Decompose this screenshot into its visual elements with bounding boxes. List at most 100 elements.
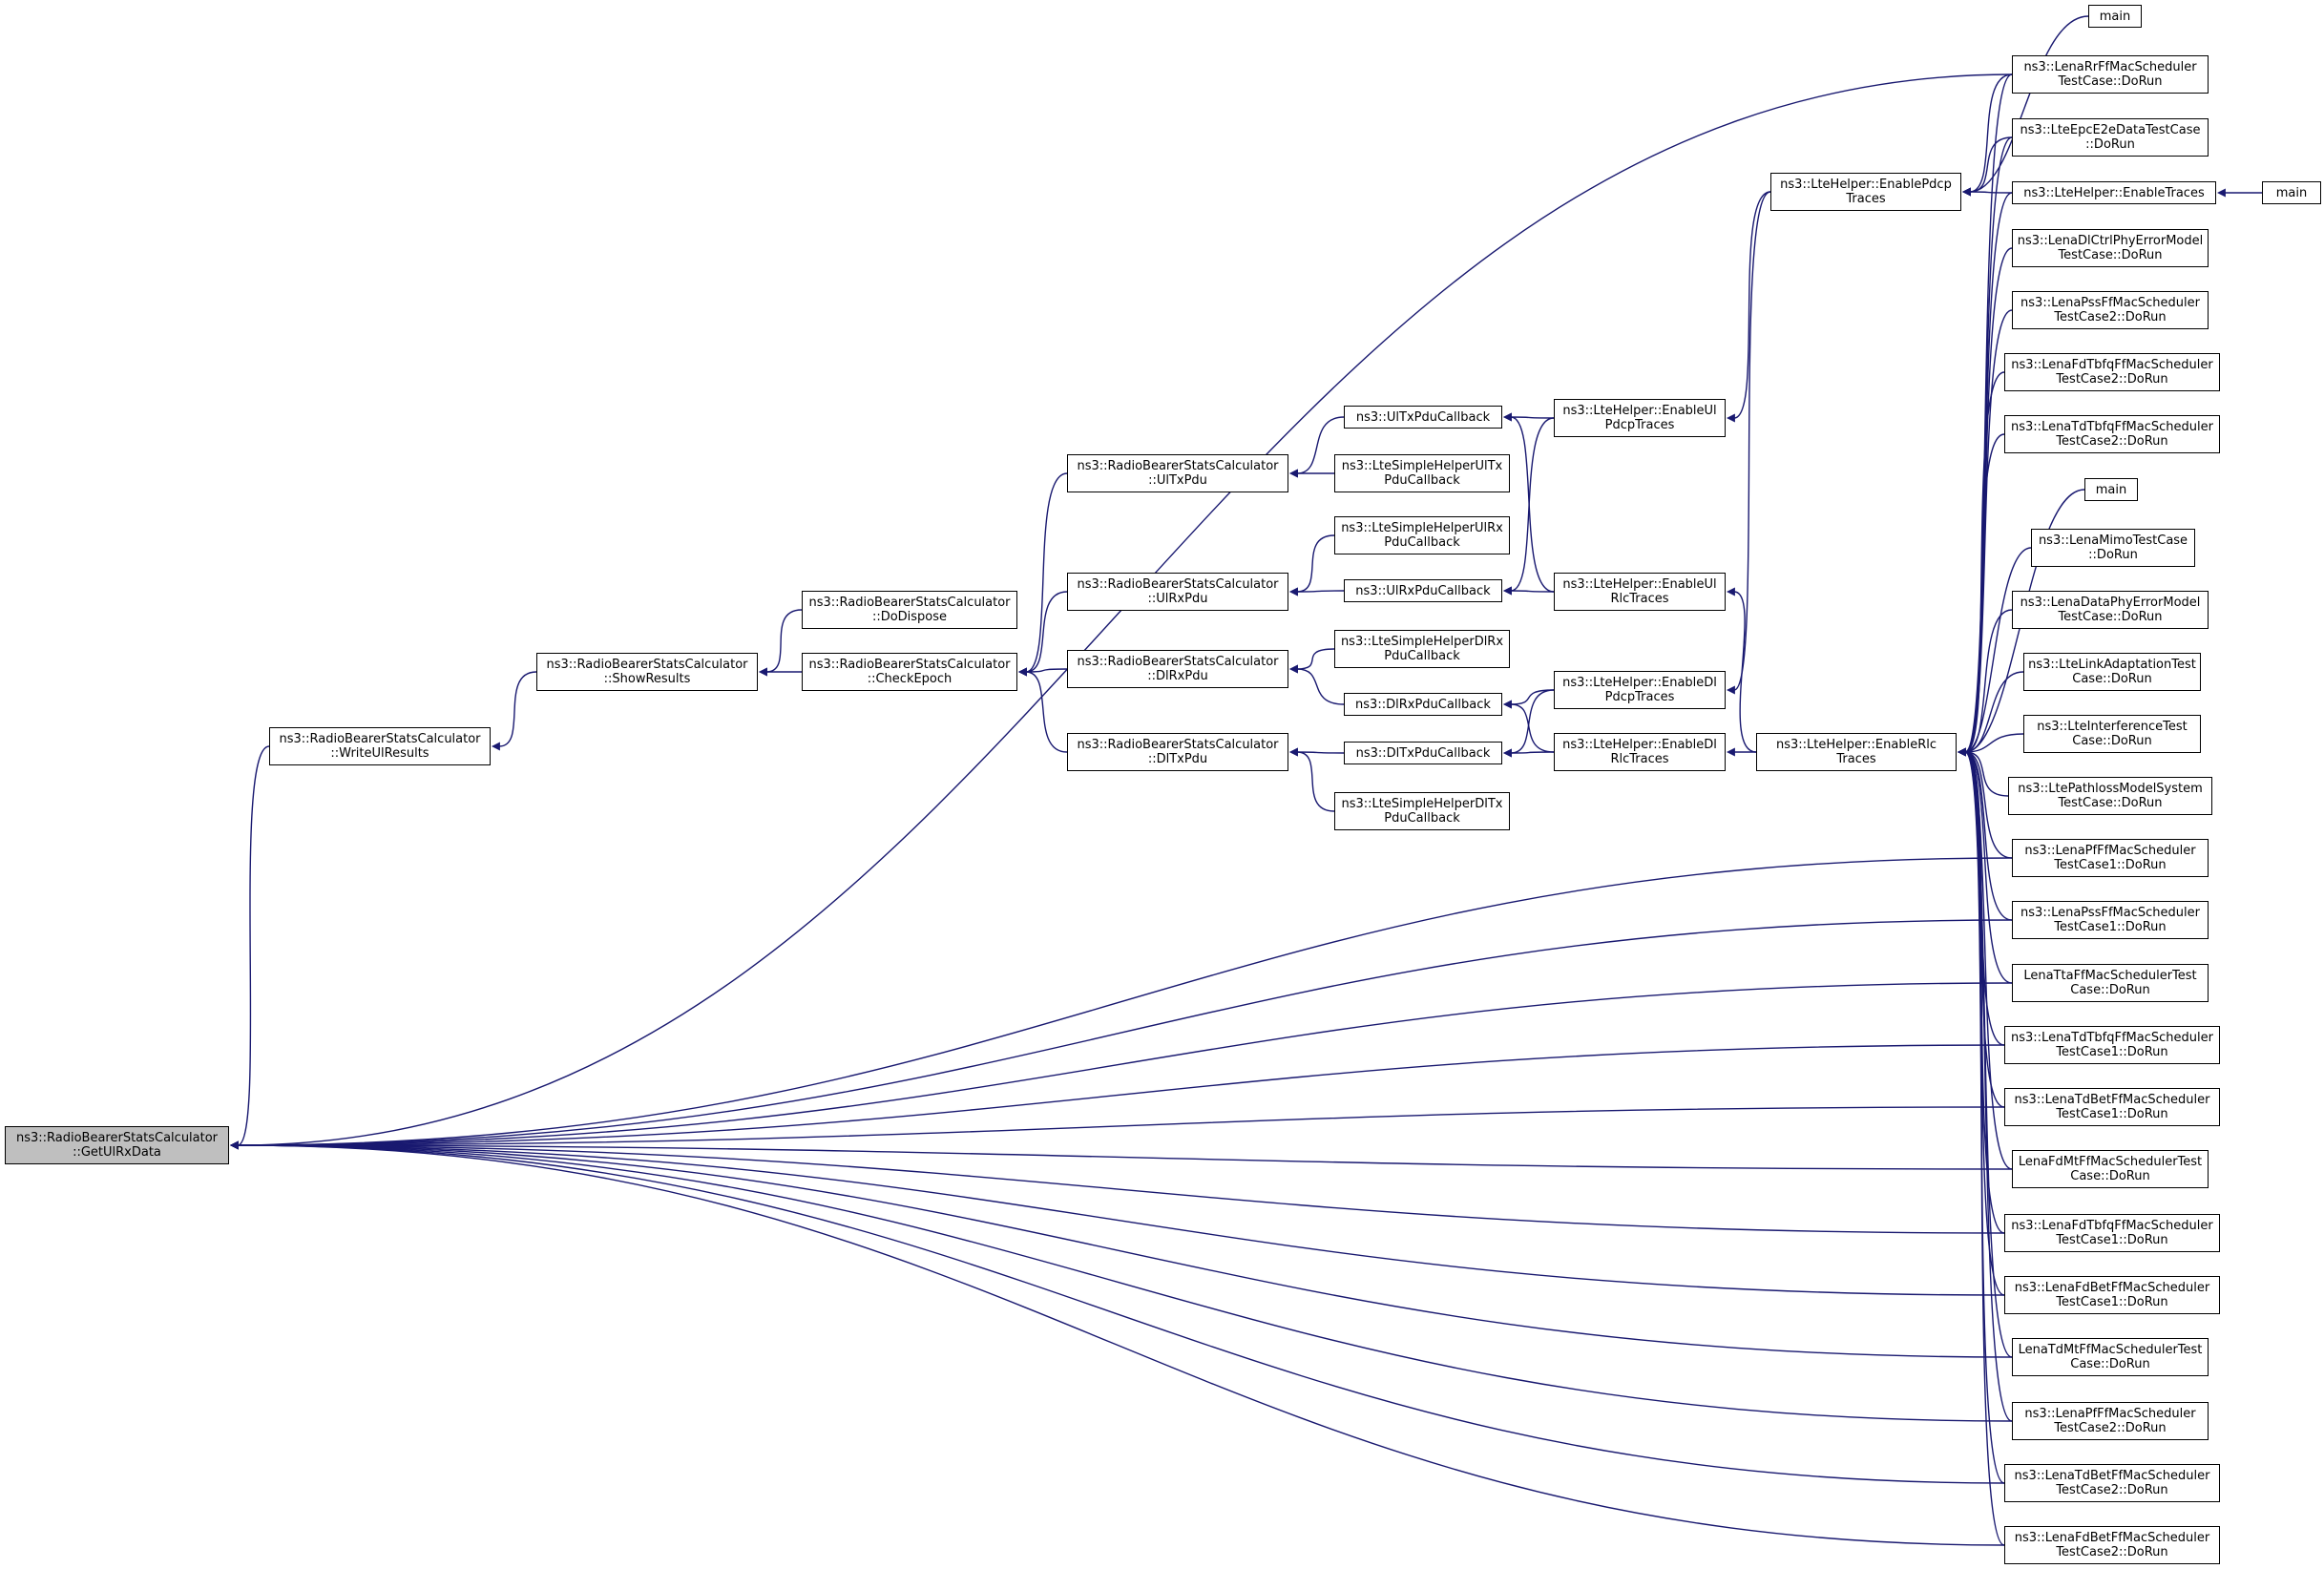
node-writeul[interactable]: ns3::RadioBearerStatsCalculator::WriteUl…: [269, 727, 491, 765]
node-ulrxcb[interactable]: ns3::UlRxPduCallback: [1344, 579, 1502, 602]
edge-endlpdcp-to-dlrxcb: [1502, 689, 1555, 709]
node-label-line: ::DoDispose: [871, 610, 948, 624]
node-label-line: ns3::LteHelper::EnableDl: [1562, 676, 1717, 690]
node-main_mid[interactable]: main: [2084, 478, 2138, 501]
node-dodispose[interactable]: ns3::RadioBearerStatsCalculator::DoDispo…: [802, 591, 1017, 629]
node-label-line: Traces: [1836, 752, 1876, 766]
node-label-line: TestCase2::DoRun: [2056, 372, 2168, 387]
node-dlrxcb[interactable]: ns3::DlRxPduCallback: [1344, 693, 1502, 716]
node-label-line: main: [2095, 482, 2127, 497]
edge-simpledlrx-to-dlrxpdu: [1288, 648, 1335, 674]
node-mimo[interactable]: ns3::LenaMimoTestCase::DoRun: [2031, 529, 2195, 567]
edge-dlrxcb-to-dlrxpdu: [1288, 664, 1345, 705]
node-checkepoch[interactable]: ns3::RadioBearerStatsCalculator::CheckEp…: [802, 653, 1017, 691]
node-entraces[interactable]: ns3::LteHelper::EnableTraces: [2012, 181, 2216, 204]
node-label-line: ns3::RadioBearerStatsCalculator: [546, 658, 748, 672]
node-ulrxpdu[interactable]: ns3::RadioBearerStatsCalculator::UlRxPdu: [1067, 573, 1288, 611]
node-label-line: ns3::LenaFdTbfqFfMacScheduler: [2011, 358, 2213, 372]
node-label-line: ns3::LteInterferenceTest: [2037, 720, 2188, 734]
edge-dataphy-to-enrlc: [1957, 609, 2013, 757]
node-label-line: PduCallback: [1384, 473, 1460, 488]
edge-pss1-to-enrlc: [1957, 747, 2013, 921]
edge-dlrxpdu-to-checkepoch: [1017, 667, 1068, 677]
edge-pathloss-to-enrlc: [1957, 747, 2009, 797]
edge-enulpdcp-to-ulrxcb: [1502, 417, 1555, 596]
node-main_top[interactable]: main: [2088, 5, 2142, 28]
node-label-line: TestCase2::DoRun: [2056, 1545, 2168, 1559]
edge-pf1-to-root: [229, 857, 2013, 1150]
node-ultxpdu[interactable]: ns3::RadioBearerStatsCalculator::UlTxPdu: [1067, 454, 1288, 492]
node-label-line: LenaTtaFfMacSchedulerTest: [2023, 969, 2197, 983]
node-root[interactable]: ns3::RadioBearerStatsCalculator::GetUlRx…: [5, 1126, 229, 1164]
node-label-line: ns3::LenaDlCtrlPhyErrorModel: [2017, 234, 2204, 248]
edge-enpdcp-to-endlpdcp: [1726, 191, 1771, 695]
node-epce2e[interactable]: ns3::LteEpcE2eDataTestCase::DoRun: [2012, 118, 2209, 157]
node-label-line: ns3::LenaTdTbfqFfMacScheduler: [2011, 420, 2213, 434]
node-label-line: ::WriteUlResults: [330, 746, 429, 761]
node-main_right[interactable]: main: [2262, 181, 2321, 204]
node-label-line: TestCase::DoRun: [2058, 248, 2163, 262]
node-label-line: ::UlTxPdu: [1148, 473, 1207, 488]
node-label-line: ns3::LteHelper::EnableUl: [1562, 577, 1717, 592]
node-label-line: TestCase::DoRun: [2058, 796, 2163, 810]
node-dltxpdu[interactable]: ns3::RadioBearerStatsCalculator::DlTxPdu: [1067, 733, 1288, 771]
edge-main_top-to-enpdcp: [1961, 15, 2089, 197]
node-label-line: Case::DoRun: [2070, 983, 2150, 997]
node-ultxcb[interactable]: ns3::UlTxPduCallback: [1344, 406, 1502, 429]
node-label-line: ns3::RadioBearerStatsCalculator: [1077, 655, 1279, 669]
node-label-line: ns3::LenaTdBetFfMacScheduler: [2014, 1469, 2210, 1483]
edge-fdbet2-to-root: [229, 1140, 2005, 1546]
node-label-line: TestCase1::DoRun: [2056, 1295, 2168, 1309]
edge-fdtbfq1-to-root: [229, 1140, 2005, 1234]
edge-tdtbfq1-to-root: [229, 1044, 2005, 1150]
node-label-line: ns3::LteSimpleHelperUlTx: [1341, 459, 1503, 473]
node-label-line: main: [2275, 185, 2308, 200]
node-label-line: Traces: [1846, 192, 1886, 206]
node-label-line: ns3::LteEpcE2eDataTestCase: [2020, 123, 2201, 137]
node-label-line: TestCase2::DoRun: [2056, 434, 2168, 449]
node-dltxcb[interactable]: ns3::DlTxPduCallback: [1344, 742, 1502, 764]
node-label-line: ns3::RadioBearerStatsCalculator: [808, 596, 1011, 610]
node-label-line: RlcTraces: [1610, 592, 1669, 606]
edge-endlrlc-to-dltxcb: [1502, 748, 1555, 758]
node-showres[interactable]: ns3::RadioBearerStatsCalculator::ShowRes…: [536, 653, 758, 691]
node-label-line: ns3::LteSimpleHelperDlRx: [1340, 635, 1504, 649]
edge-simpledltx-to-dltxpdu: [1288, 747, 1335, 812]
node-label-line: ns3::RadioBearerStatsCalculator: [1077, 459, 1279, 473]
edge-ulrxcb-to-ulrxpdu: [1288, 587, 1345, 596]
node-label-line: TestCase1::DoRun: [2056, 1107, 2168, 1121]
node-dlrxpdu[interactable]: ns3::RadioBearerStatsCalculator::DlRxPdu: [1067, 650, 1288, 688]
node-label-line: ns3::LenaTdBetFfMacScheduler: [2014, 1093, 2210, 1107]
